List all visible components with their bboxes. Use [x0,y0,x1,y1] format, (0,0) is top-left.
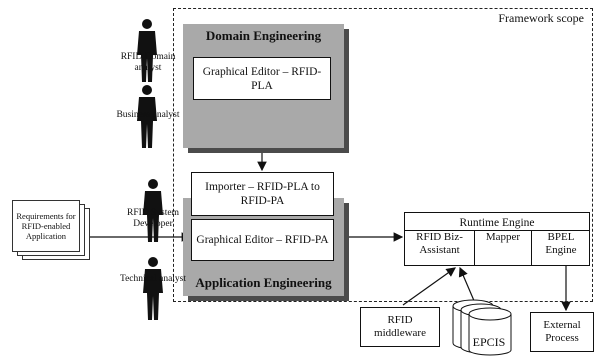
external-process-box: External Process [530,312,594,352]
actor-label-technical-analyst: Technical analyst [119,274,187,284]
person-icon [137,85,157,148]
domain-editor-label: Graphical Editor – RFID-PLA [202,65,322,92]
external-process-label: External Process [543,319,581,344]
requirements-document: Requirements for RFID-enabled Applicatio… [12,200,80,252]
application-engineering-title: Application Engineering [195,275,332,290]
framework-scope: Framework scope [173,8,593,302]
person-icon [137,19,157,82]
middleware-to-runtime-arrow [402,267,456,306]
actor-label-domain-analyst: RFID Domain analyst [120,52,176,73]
application-editor-label: Graphical Editor – RFID-PA [196,234,329,246]
bpel-engine-cell: BPEL Engine [545,231,577,256]
epcis-label: EPCIS [472,335,506,349]
rfid-middleware-box: RFID middleware [360,307,440,347]
application-editor-box: Graphical Editor – RFID-PA [191,219,334,261]
actor-label-system-developer: RFID System Developer [127,208,179,229]
domain-editor-box: Graphical Editor – RFID-PLA [193,57,331,100]
domain-engineering-title: Domain Engineering [205,28,322,43]
requirements-label: Requirements for RFID-enabled Applicatio… [16,211,76,241]
framework-scope-label: Framework scope [498,11,584,25]
person-icon [143,257,163,320]
person-icon [143,179,163,242]
epcis-database-icon [452,299,512,356]
rfid-middleware-label: RFID middleware [374,314,426,339]
epcis-to-runtime-arrow [458,266,476,304]
actor-label-business-analyst: Business analyst [116,110,180,120]
importer-label: Importer – RFID-PLA to RFID-PA [205,181,320,207]
rfid-biz-assistant-cell: RFID Biz-Assistant [416,231,463,256]
runtime-engine-box: Runtime Engine RFID Biz-Assistant Mapper… [404,212,590,266]
runtime-engine-title: Runtime Engine [459,217,535,229]
mapper-cell: Mapper [485,231,521,243]
importer-box: Importer – RFID-PLA to RFID-PA [191,172,334,216]
